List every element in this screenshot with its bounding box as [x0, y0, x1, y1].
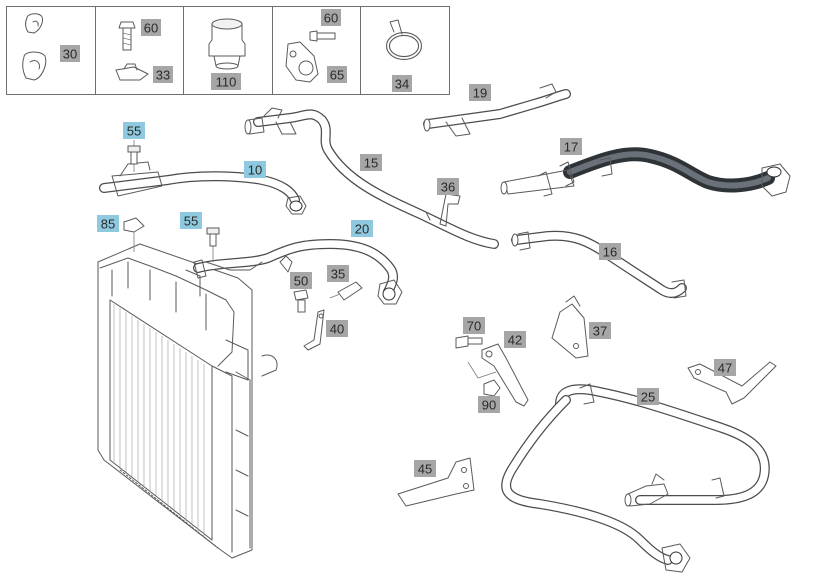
svg-text:33: 33	[156, 68, 170, 83]
callout-55-lower: 55	[180, 212, 202, 229]
svg-text:47: 47	[718, 361, 732, 376]
callout-70: 70	[463, 317, 485, 334]
bracket-45	[397, 457, 475, 507]
svg-text:15: 15	[364, 156, 378, 171]
label-60-bracket: 60	[321, 9, 341, 26]
hose-17	[500, 147, 791, 197]
svg-text:34: 34	[395, 77, 409, 92]
svg-text:25: 25	[641, 390, 655, 405]
clip-icon	[22, 13, 47, 81]
bolt-55-lower	[206, 227, 220, 247]
clip-nut-icon	[115, 63, 149, 81]
hose-clamp-icon	[386, 19, 422, 60]
callout-90: 90	[478, 396, 500, 413]
callout-37: 37	[589, 322, 611, 339]
bolt-small-icon	[309, 30, 336, 42]
callout-20: 20	[351, 220, 373, 237]
bolt-55-upper	[127, 145, 141, 165]
svg-text:85: 85	[101, 217, 115, 232]
bracket-42	[467, 343, 529, 407]
label-110: 110	[211, 73, 241, 90]
svg-text:36: 36	[441, 180, 455, 195]
svg-text:65: 65	[330, 68, 344, 83]
callout-45: 45	[414, 460, 436, 477]
svg-text:42: 42	[508, 333, 522, 348]
pipe-19	[423, 83, 571, 137]
bolt-50	[293, 289, 309, 313]
hose-20	[193, 238, 403, 305]
bolt-icon	[118, 21, 136, 51]
svg-text:20: 20	[355, 222, 369, 237]
svg-text:110: 110	[216, 75, 237, 90]
label-30: 30	[60, 45, 80, 62]
callout-10: 10	[244, 161, 266, 178]
svg-text:70: 70	[467, 319, 481, 334]
svg-text:35: 35	[331, 267, 345, 282]
svg-text:16: 16	[603, 245, 617, 260]
svg-text:60: 60	[144, 21, 158, 36]
svg-text:40: 40	[330, 322, 344, 337]
svg-text:50: 50	[294, 274, 308, 289]
callout-19: 19	[469, 84, 491, 101]
callout-40: 40	[326, 320, 348, 337]
svg-text:55: 55	[127, 124, 141, 139]
hose-10	[99, 140, 307, 215]
nut-90	[483, 379, 501, 397]
sensor-35	[329, 281, 363, 301]
callout-55-upper: 55	[123, 122, 145, 139]
bracket-36	[439, 193, 461, 227]
svg-text:55: 55	[184, 214, 198, 229]
bracket-37	[551, 295, 589, 359]
radiator	[97, 243, 278, 559]
bracket-clamp-icon	[285, 41, 319, 83]
callout-17: 17	[560, 138, 582, 155]
callout-85: 85	[97, 215, 119, 232]
connector-icon	[208, 18, 246, 70]
svg-text:60: 60	[324, 11, 338, 26]
callout-15: 15	[360, 154, 382, 171]
label-65: 65	[327, 66, 347, 83]
label-60-top: 60	[141, 19, 161, 36]
svg-text:10: 10	[248, 163, 262, 178]
callout-47: 47	[714, 359, 736, 376]
svg-text:19: 19	[473, 86, 487, 101]
svg-text:17: 17	[564, 140, 578, 155]
bolt-70	[455, 335, 483, 349]
callout-36: 36	[437, 178, 459, 195]
svg-text:30: 30	[63, 47, 77, 62]
hose-16	[511, 230, 687, 299]
svg-text:90: 90	[482, 398, 496, 413]
callout-35: 35	[327, 265, 349, 282]
callout-16: 16	[599, 243, 621, 260]
radiator-core-fins	[113, 304, 205, 537]
callout-25: 25	[637, 388, 659, 405]
callout-50: 50	[290, 272, 312, 289]
hose-25	[501, 383, 770, 573]
label-34: 34	[392, 75, 412, 92]
svg-text:37: 37	[593, 324, 607, 339]
bracket-40	[303, 309, 325, 351]
label-33: 33	[153, 66, 173, 83]
svg-text:45: 45	[418, 462, 432, 477]
callout-42: 42	[504, 331, 526, 348]
clip-nut-85	[123, 217, 145, 252]
